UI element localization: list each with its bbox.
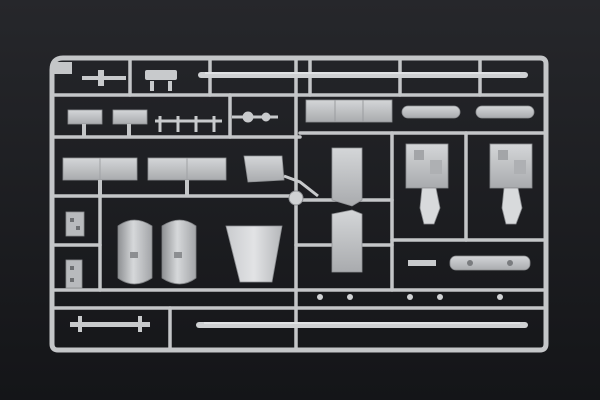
- runner-detail-bolts: [317, 294, 503, 300]
- panel-parts-center: [331, 147, 363, 273]
- long-rod-bottom: [196, 322, 528, 328]
- sprue-runners: [53, 56, 545, 352]
- small-blocks-left: [67, 109, 148, 136]
- cone-part: [225, 225, 283, 283]
- long-rod-top: [198, 72, 528, 78]
- fender-part-1: [117, 219, 153, 285]
- small-parts-top-left: [82, 70, 177, 91]
- linkage-parts: [155, 111, 278, 132]
- gearbox-part-2: [489, 143, 533, 225]
- corner-tab: [52, 62, 72, 74]
- small-parts-left-column: [65, 211, 85, 289]
- small-bar-bottom-left: [70, 316, 150, 332]
- small-box-with-arm: [243, 155, 319, 206]
- gearbox-part-1: [405, 143, 449, 225]
- box-and-cylinders-top: [305, 99, 535, 123]
- small-parts-lower-right: [408, 255, 531, 271]
- fender-part-2: [161, 219, 197, 285]
- box-parts-left: [62, 157, 227, 196]
